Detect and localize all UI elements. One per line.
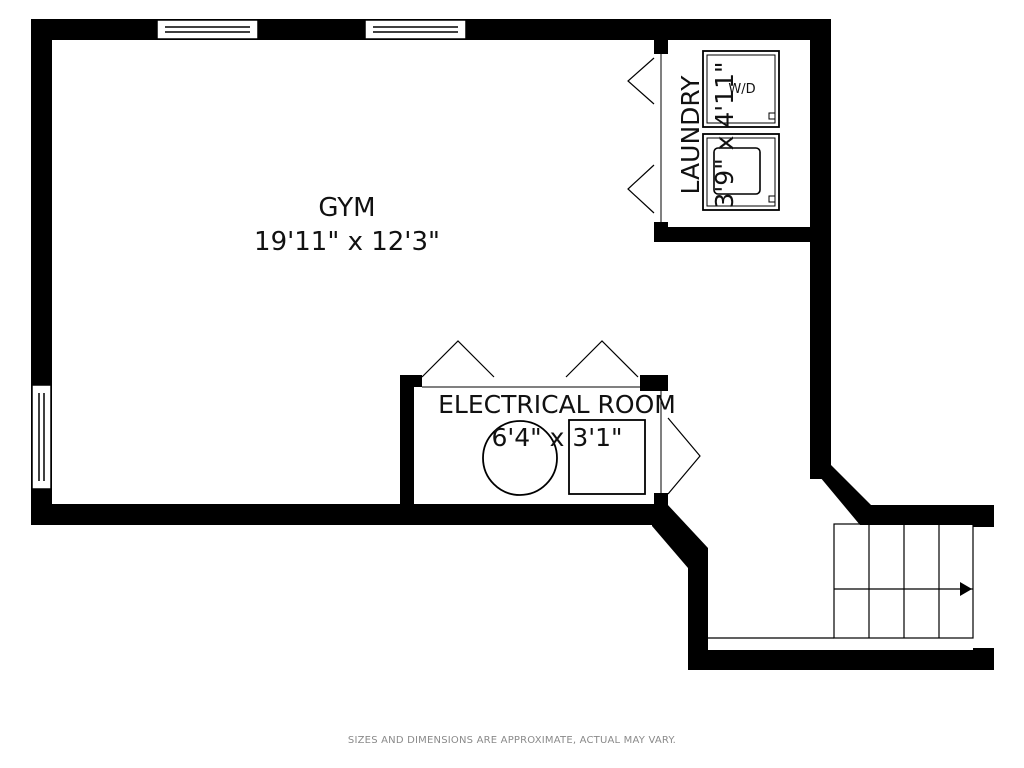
laundry-doors — [627, 57, 655, 214]
wall-stair-right-top — [973, 505, 994, 527]
window-left — [31, 384, 52, 490]
laundry-room-name: LAUNDRY — [676, 75, 705, 195]
washer-dryer-label: W/D — [728, 82, 755, 97]
stair-arrow-icon — [960, 582, 972, 596]
window-top-left — [156, 19, 259, 40]
wall-right-upper — [810, 19, 831, 479]
window-top-right — [364, 19, 467, 40]
electrical-walls — [400, 375, 668, 505]
wall-stair-right-bottom — [973, 648, 994, 670]
gym-room-name: GYM — [318, 193, 375, 223]
laundry-room-dimensions: 3'9" x 4'11" — [710, 62, 739, 209]
water-heater-icon — [482, 420, 558, 496]
electrical-openings — [422, 386, 662, 493]
exterior-walls — [31, 19, 994, 670]
laundry-walls — [654, 38, 814, 242]
disclaimer-text: SIZES AND DIMENSIONS ARE APPROXIMATE, AC… — [347, 735, 677, 746]
wall-bottom-left — [31, 504, 667, 525]
windows — [31, 19, 467, 490]
furnace-icon — [568, 419, 646, 495]
electrical-doors — [421, 340, 701, 495]
wall-lower-left — [688, 548, 708, 670]
electrical-room-name: ELECTRICAL ROOM — [438, 390, 676, 419]
wall-stair-top — [860, 505, 994, 525]
gym-room-dimensions: 19'11" x 12'3" — [254, 227, 440, 257]
wall-lower-bottom — [688, 650, 994, 670]
stairs — [708, 523, 974, 639]
wall-right-diagonal — [810, 465, 873, 525]
electrical-room-dimensions: 6'4" x 3'1" — [491, 423, 622, 452]
washer-dryer-icon — [702, 50, 780, 211]
